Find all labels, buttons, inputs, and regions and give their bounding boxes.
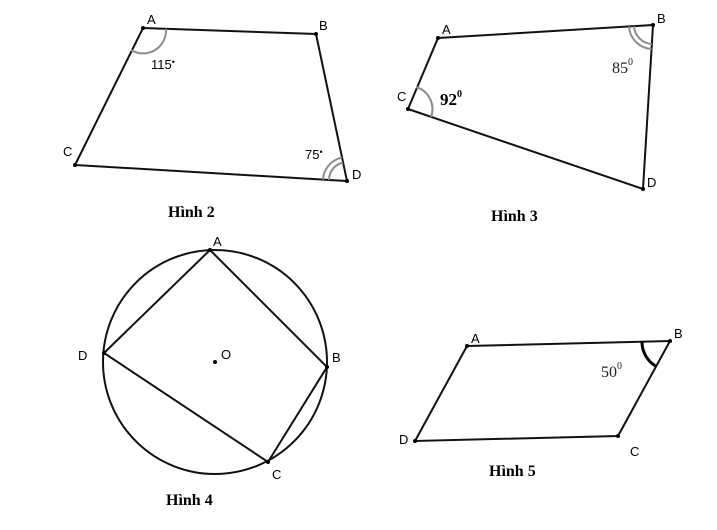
point-b-fig3 [651,23,655,27]
degree-mark-a-fig2: • [172,57,175,67]
figure-hinh-2: A B C D 115• 75• Hình 2 [63,12,361,221]
point-c-fig3 [406,107,410,111]
label-d-fig4: D [78,348,87,363]
angle-arc-b-outer-fig3 [628,26,652,50]
label-b-fig2: B [319,18,328,33]
caption-hinh-2: Hình 2 [168,204,215,221]
angle-value-b-fig5: 50 [601,364,617,381]
label-c-fig2: C [63,144,72,159]
degree-mark-c-fig3: 0 [457,89,462,100]
angle-arc-c-fig3 [415,86,434,118]
degree-mark-d-fig2: • [319,147,322,157]
point-d-fig2 [345,179,349,183]
point-b-fig2 [314,32,318,36]
figure-hinh-4: A B C D O Hình 4 [78,234,341,509]
angle-value-b-fig3: 85 [612,60,628,77]
label-b-fig5: B [674,326,683,341]
angle-value-a-fig2: 115 [151,57,172,72]
point-c-fig5 [616,434,620,438]
point-d-fig5 [413,439,417,443]
angle-label-a-fig2: 115• [151,57,175,72]
caption-hinh-3: Hình 3 [491,208,538,225]
point-a-fig2 [141,26,145,30]
point-b-fig5 [668,339,672,343]
angle-arc-b-fig5 [640,341,658,368]
label-c-fig4: C [272,467,281,482]
parallelogram-abcd-fig5 [413,339,672,443]
degree-mark-b-fig3: 0 [628,57,633,68]
caption-hinh-4: Hình 4 [166,492,213,509]
label-c-fig5: C [630,444,639,459]
point-a-fig3 [436,36,440,40]
angle-label-c-fig3: 920 [440,89,462,109]
label-o-fig4: O [221,347,231,362]
circumcircle-fig4 [102,249,328,475]
angle-value-d-fig2: 75 [305,147,319,162]
point-b-fig4 [325,365,329,369]
figure-hinh-3: A B C D 920 850 Hình 3 [397,11,666,225]
label-b-fig3: B [657,11,666,26]
point-c-fig2 [73,163,77,167]
label-a-fig4: A [213,234,222,249]
angle-arc-a-fig2 [130,28,168,55]
angle-label-b-fig3: 850 [612,57,633,77]
center-point-o-fig4 [213,360,217,364]
label-c-fig3: C [397,89,406,104]
label-d-fig2: D [352,167,361,182]
point-a-fig5 [465,344,469,348]
point-d-fig3 [641,187,645,191]
angle-label-b-fig5: 500 [601,361,622,381]
point-a-fig4 [208,248,212,252]
label-a-fig2: A [147,12,156,27]
label-d-fig3: D [647,175,656,190]
angle-arc-d-inner-fig2 [328,161,344,181]
degree-mark-b-fig5: 0 [617,361,622,372]
angle-arc-d-outer-fig2 [322,156,343,180]
label-b-fig4: B [332,350,341,365]
label-a-fig5: A [471,331,480,346]
caption-hinh-5: Hình 5 [489,463,536,480]
point-c-fig4 [266,460,270,464]
angle-arc-b-inner-fig3 [633,26,652,45]
point-d-fig4 [102,351,106,355]
angle-value-c-fig3: 92 [440,90,457,109]
figure-hinh-5: A B C D 500 Hình 5 [399,326,683,480]
label-a-fig3: A [442,22,451,37]
label-d-fig5: D [399,432,408,447]
angle-label-d-fig2: 75• [305,147,323,162]
